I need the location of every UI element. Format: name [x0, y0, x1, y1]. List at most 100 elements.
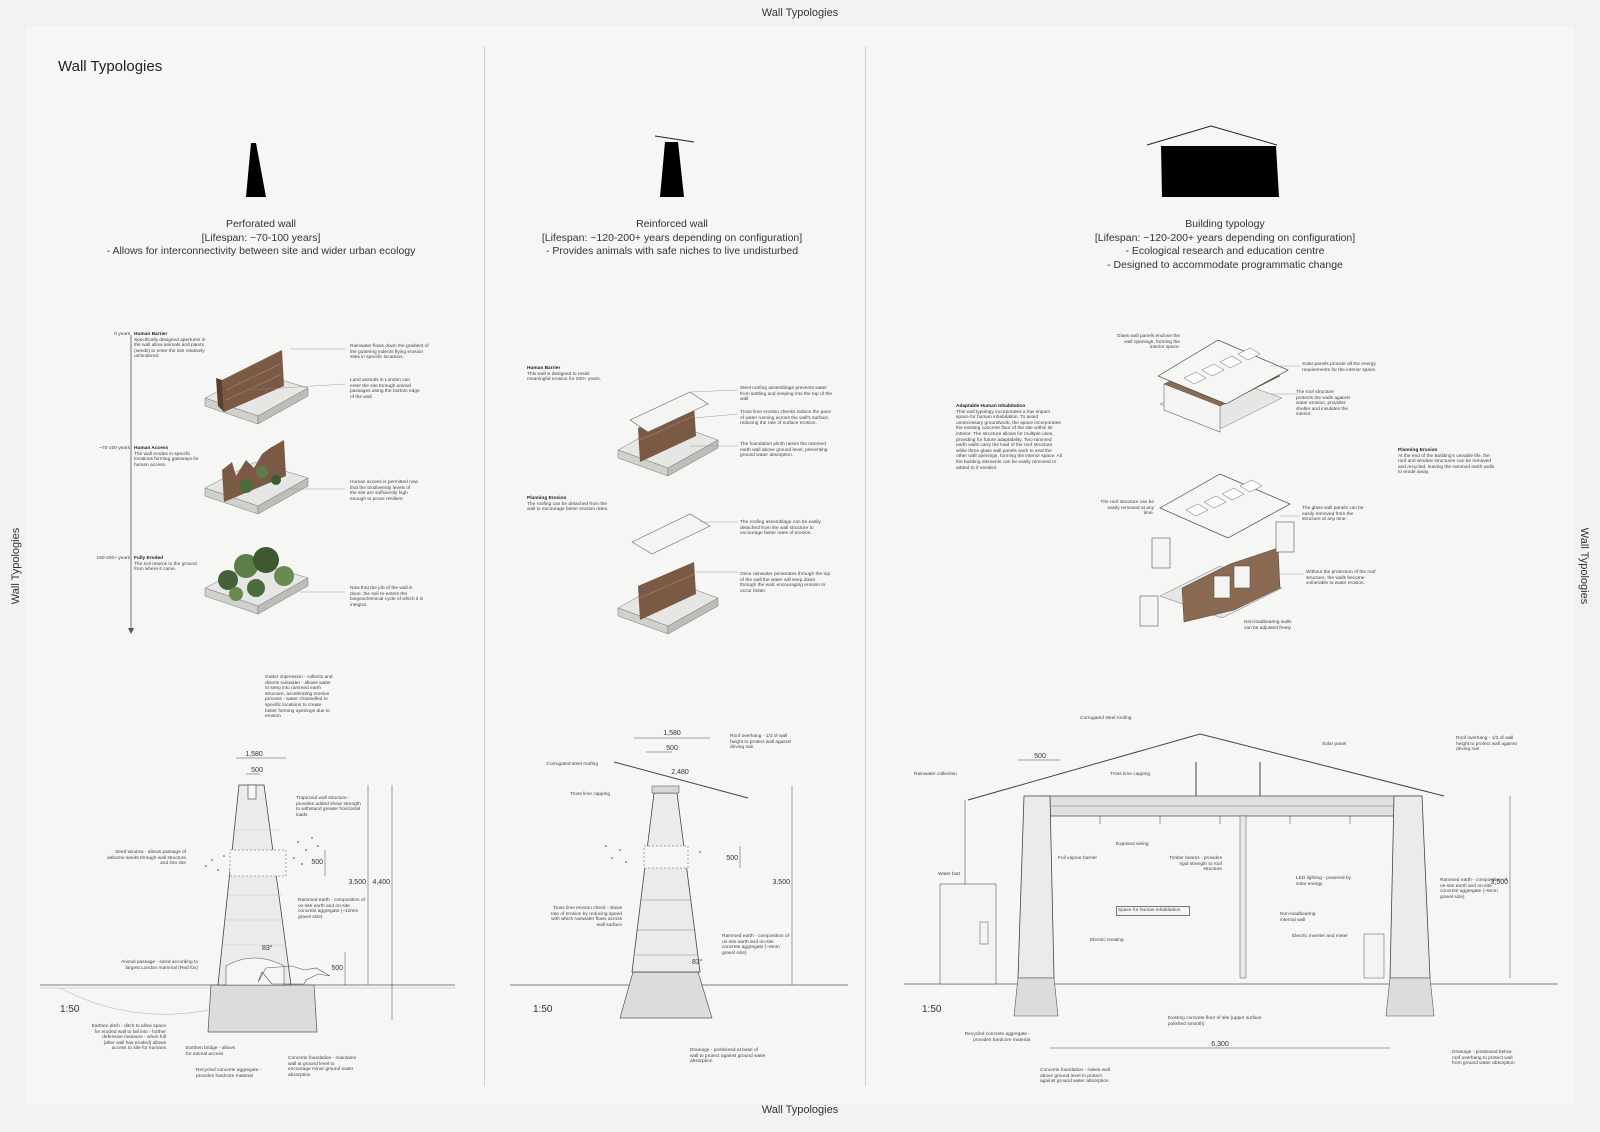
- timeline-time: 0 years: [114, 332, 130, 337]
- dim-span: 6,300: [1211, 1041, 1229, 1048]
- dim-h1: 3,500: [348, 879, 366, 886]
- section-note: Trapezoid wall structure - provides adde…: [296, 796, 361, 818]
- foundation-right: [1385, 977, 1435, 1017]
- lifespan: [Lifespan: ~70-100 years]: [201, 231, 321, 244]
- timeline-time: ~70-100 years: [99, 446, 130, 451]
- lifespan: [Lifespan: ~120-200+ years depending on …: [541, 231, 803, 244]
- section-note: Rainwater collection: [914, 772, 957, 777]
- note-heading: Planning Erosion: [527, 496, 567, 501]
- section-note: Timber beams - provides rigid strength t…: [1169, 856, 1222, 873]
- building-roof-line: [1146, 125, 1278, 146]
- section-note: Exposed wiring: [1116, 842, 1149, 847]
- stage-heading: Human Barrier: [134, 332, 168, 337]
- note-text: This wall is designed to resist meaningf…: [527, 371, 601, 383]
- section-note: Drainage - positioned below roof overhan…: [1452, 1050, 1515, 1067]
- note-heading: Human Barrier: [527, 366, 561, 371]
- diagram-note: The glass wall panels can be easily remo…: [1302, 506, 1364, 523]
- title: Building typology: [1185, 218, 1265, 230]
- gutter-impression: [247, 784, 257, 800]
- section-note: Roof overhang - 1/3 of wall height to pr…: [730, 734, 791, 751]
- corrugated-roof: [967, 733, 1445, 801]
- section-note: Earthen bridge - allows for animal acces…: [186, 1046, 236, 1057]
- glass-panel: [1151, 537, 1171, 569]
- stage-human-access: [204, 440, 309, 515]
- note: - Provides animals with safe niches to l…: [545, 245, 799, 257]
- section-note: Gutter impression - collects and directs…: [265, 675, 333, 720]
- foundation-left: [1013, 977, 1059, 1017]
- diagram-note: The foundation plinth raises the rammed …: [740, 442, 828, 459]
- column-title-reinforced: Reinforced wall [Lifespan: ~120-200+ yea…: [490, 218, 854, 259]
- lifespan: [Lifespan: ~120-200+ years depending on …: [1094, 231, 1356, 244]
- stage-heading: Human Access: [134, 446, 169, 451]
- dim-h1: 3,500: [1490, 879, 1508, 886]
- corrugated-roof: [613, 761, 749, 799]
- scale-label: 1:50: [60, 1004, 80, 1015]
- stage-human-barrier: [204, 350, 309, 425]
- dim-angle: 83°: [692, 958, 703, 966]
- section-note: Rammed earth - composition of on-site ea…: [722, 934, 789, 956]
- roof-panel: [629, 391, 709, 433]
- section-note: Seed window - allows passage of airborne…: [107, 850, 186, 867]
- dim-angle: 83°: [262, 944, 273, 952]
- section-note: Existing concrete floor of site (upper s…: [1168, 1016, 1262, 1027]
- reinforced-wall-silhouette: [660, 142, 684, 197]
- frame-label-bottom: Wall Typologies: [761, 1104, 839, 1116]
- reinforced-exploded: [617, 513, 719, 635]
- internal-wall: [1213, 575, 1231, 599]
- building-exploded: [1139, 473, 1295, 627]
- timeline-time: 150-200+ years: [96, 556, 130, 561]
- section-note: Earthen ditch - ditch to allow space for…: [91, 1024, 166, 1052]
- animal-passage: [225, 957, 285, 986]
- water-butt: [939, 883, 997, 985]
- note-text: This wall typology incorporates a low-im…: [956, 409, 1062, 471]
- stage-heading: Fully Eroded: [134, 556, 164, 561]
- diagram-note: Without the protection of the roof struc…: [1306, 570, 1376, 587]
- tross-lime-capping: [651, 785, 680, 794]
- diagram-note: Steel roofing assemblage prevents water …: [740, 386, 833, 403]
- note-text: The roofing can be detached from the wal…: [527, 501, 609, 513]
- diagram-note: Rainwater flows down the gradient of the…: [350, 344, 429, 361]
- section-note: Concrete foundation - maintains wall at …: [288, 1056, 356, 1078]
- roof-structure: [1159, 473, 1291, 539]
- section-note: Electric Heating: [1090, 938, 1124, 943]
- water-butt-tap: [979, 921, 989, 945]
- section-note: Corrugated steel roofing: [546, 762, 598, 767]
- rammed-earth-wall-left: [1017, 795, 1055, 979]
- inverter-box: [1363, 933, 1385, 979]
- note: - Designed to accommodate programmatic c…: [1107, 258, 1343, 271]
- diagram-note: Now that the job of the wall is done, th…: [350, 586, 424, 608]
- section-note: Animal passage - sized according to larg…: [120, 960, 198, 971]
- diagram-note: Non-loadbearing walls can be adjusted fr…: [1244, 620, 1292, 631]
- scale-label: 1:50: [533, 1004, 553, 1015]
- note-heading: Adaptable Human Inhabitation: [956, 404, 1026, 409]
- reinforced-assembled: [617, 391, 719, 477]
- diagram-note: Human access is permitted now that the b…: [350, 480, 418, 502]
- fox-icon: [257, 965, 331, 985]
- diagram-note: Land animals in London can enter the sit…: [350, 378, 420, 400]
- internal-wall: [1233, 565, 1251, 589]
- column-title-building: Building typology [Lifespan: ~120-200+ y…: [1045, 218, 1405, 272]
- dim-mid: 500: [666, 745, 678, 752]
- glass-panel: [1275, 521, 1295, 553]
- stage-text: The soil returns to the ground from wher…: [134, 561, 197, 573]
- dim-seed: 500: [726, 855, 738, 862]
- section-note: Non-loadbearing internal wall: [1280, 912, 1316, 923]
- section-note: Tross lime capping: [1110, 772, 1151, 777]
- section-note: Rammed earth - composition of on-site ea…: [1440, 878, 1507, 900]
- section-note: Corrugated steel roofing: [1080, 716, 1132, 721]
- section-note: LED lighting - powered by solar energy: [1296, 876, 1351, 887]
- drawing-sheet: [26, 26, 1574, 1104]
- diagram-note: Tross lime erosion checks reduce the pac…: [740, 410, 832, 427]
- building-silhouette: [1161, 146, 1279, 197]
- dim-top: 1,580: [245, 751, 263, 758]
- sheet-title: Wall Typologies: [58, 58, 163, 75]
- note-text: At the end of the Building's useable lif…: [1398, 453, 1495, 476]
- title: Reinforced wall: [636, 218, 708, 230]
